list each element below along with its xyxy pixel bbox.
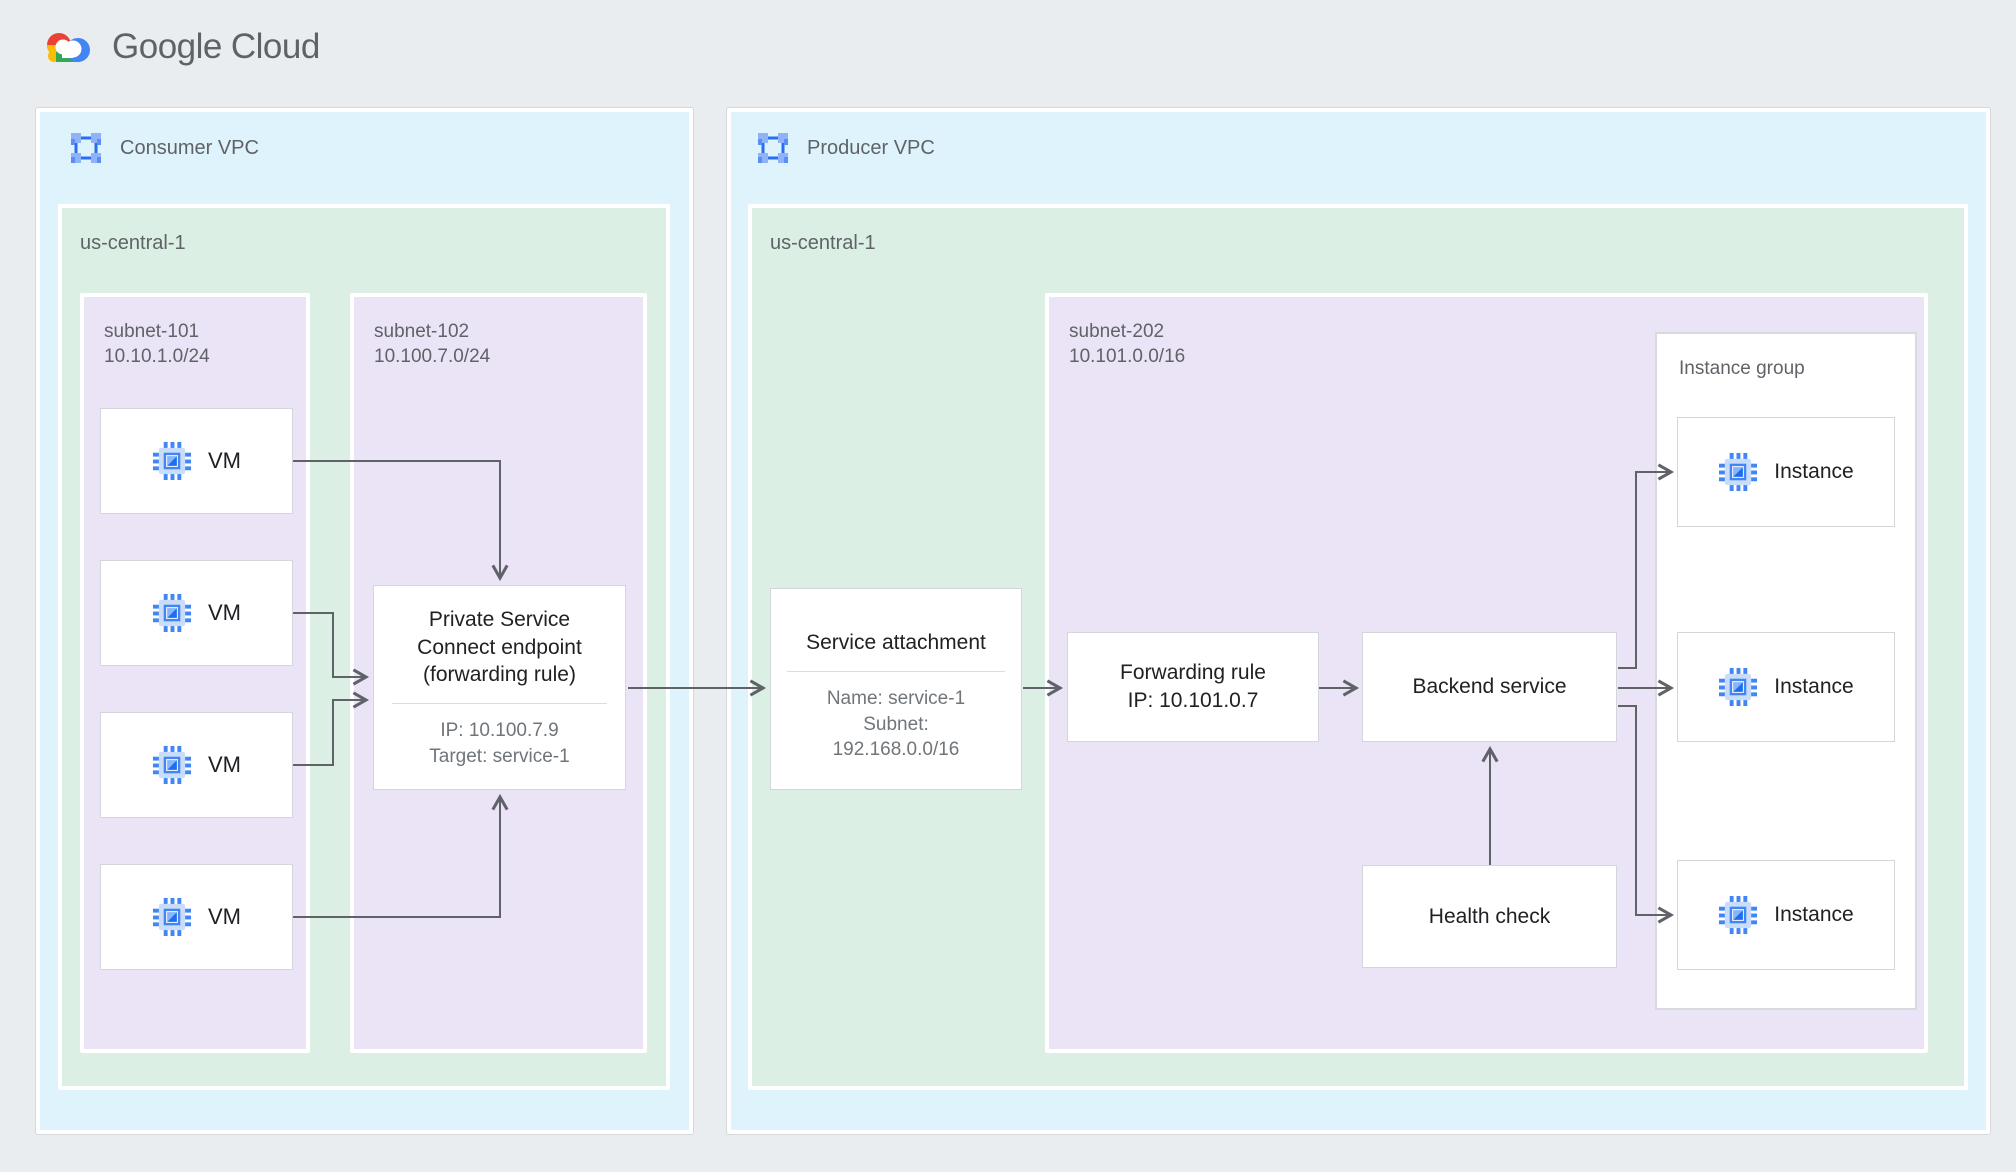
compute-engine-icon [1719, 452, 1758, 492]
subnet-202-container: subnet-202 10.101.0.0/16 Forwarding rule… [1045, 293, 1928, 1053]
health-check-title: Health check [1428, 904, 1551, 928]
health-check-node: Health check [1362, 865, 1617, 968]
service-attachment-subnet-cidr: 192.168.0.0/16 [832, 739, 960, 761]
consumer-region-label: us-central-1 [80, 232, 186, 254]
vm-node-2: VM [100, 560, 293, 666]
backend-service-title: Backend service [1412, 675, 1567, 699]
compute-engine-icon [1719, 667, 1758, 707]
psc-endpoint-node: Private Service Connect endpoint (forwar… [373, 585, 626, 790]
subnet-101-label: subnet-101 10.10.1.0/24 [104, 321, 210, 368]
vpc-network-icon [69, 131, 103, 165]
instance-node-3: Instance [1677, 860, 1895, 970]
producer-vpc-label: Producer VPC [807, 136, 935, 159]
vm-node-4: VM [100, 864, 293, 970]
producer-region-label: us-central-1 [770, 232, 876, 254]
compute-engine-icon [1719, 895, 1758, 935]
compute-engine-icon [152, 897, 192, 937]
producer-vpc-container: Producer VPC us-central-1 Service attach… [727, 108, 1990, 1134]
vpc-network-icon [756, 131, 790, 165]
subnet-202-label: subnet-202 10.101.0.0/16 [1069, 321, 1186, 368]
service-attachment-subnet-label: Subnet: [863, 713, 929, 735]
psc-endpoint-title: Private Service Connect endpoint (forwar… [417, 607, 582, 687]
psc-endpoint-ip: IP: 10.100.7.9 [440, 719, 559, 741]
vm-label: VM [208, 448, 241, 473]
vm-label: VM [208, 752, 241, 777]
instance-node-2: Instance [1677, 632, 1895, 742]
logo-google: Google [112, 27, 222, 66]
instance-label: Instance [1774, 675, 1854, 698]
service-attachment-title: Service attachment [806, 631, 986, 655]
producer-region-container: us-central-1 Service attachment Name: se… [748, 204, 1968, 1090]
forwarding-rule-node: Forwarding rule IP: 10.101.0.7 [1067, 632, 1319, 742]
consumer-region-container: us-central-1 subnet-101 10.10.1.0/24 VM … [58, 204, 670, 1090]
consumer-vpc-container: Consumer VPC us-central-1 subnet-101 10.… [36, 108, 693, 1134]
instance-group-title: Instance group [1679, 358, 1805, 379]
logo-cloud: Cloud [230, 27, 320, 66]
service-attachment-name: Name: service-1 [826, 687, 966, 709]
instance-label: Instance [1774, 460, 1854, 483]
instance-node-1: Instance [1677, 417, 1895, 527]
subnet-101-container: subnet-101 10.10.1.0/24 VM VM VM VM [80, 293, 310, 1053]
consumer-vpc-label: Consumer VPC [120, 136, 259, 159]
google-cloud-logo-icon [47, 33, 90, 62]
service-attachment-node: Service attachment Name: service-1 Subne… [770, 588, 1022, 790]
subnet-102-container: subnet-102 10.100.7.0/24 Private Service… [350, 293, 647, 1053]
producer-vpc-header: Producer VPC [755, 130, 935, 166]
divider [392, 702, 607, 704]
vm-label: VM [208, 600, 241, 625]
vm-node-3: VM [100, 712, 293, 818]
vm-label: VM [208, 904, 241, 929]
compute-engine-icon [152, 745, 192, 785]
compute-engine-icon [152, 593, 192, 633]
instance-label: Instance [1774, 903, 1854, 926]
backend-service-node: Backend service [1362, 632, 1617, 742]
vm-node-1: VM [100, 408, 293, 514]
consumer-vpc-header: Consumer VPC [68, 130, 259, 166]
divider [787, 670, 1005, 672]
instance-group-container: Instance group Instance Instance Instanc… [1655, 332, 1917, 1010]
psc-endpoint-target: Target: service-1 [429, 745, 570, 767]
forwarding-rule-title: Forwarding rule [1120, 661, 1266, 685]
forwarding-rule-ip: IP: 10.101.0.7 [1127, 689, 1259, 712]
subnet-102-label: subnet-102 10.100.7.0/24 [374, 321, 491, 368]
compute-engine-icon [152, 441, 192, 481]
